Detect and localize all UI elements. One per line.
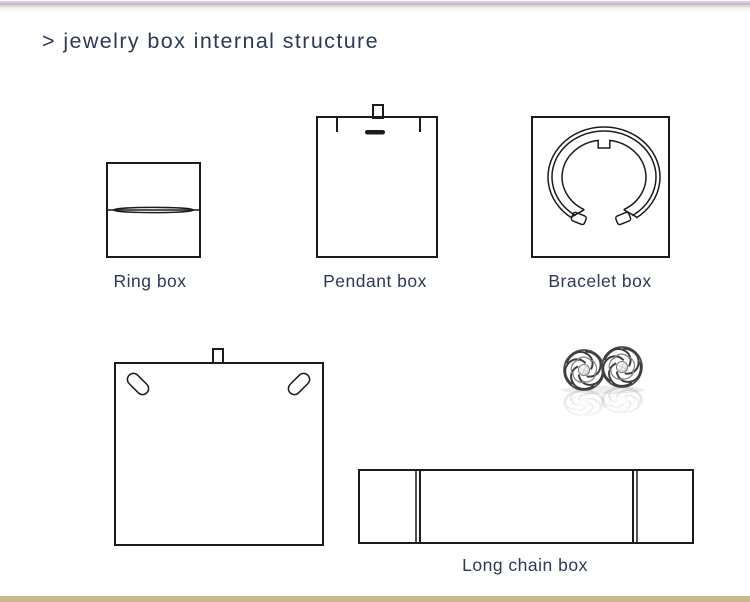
stud-earrings-photo (553, 344, 663, 430)
ring-box-label: Ring box (113, 271, 187, 291)
ring-box-drawing (106, 162, 201, 258)
top-accent-line (0, 1, 750, 3)
long-chain-box-label: Long chain box (462, 555, 588, 575)
necklace-pad-drawing (114, 348, 324, 546)
bracelet-box-label: Bracelet box (548, 271, 652, 291)
pendant-box-drawing (316, 104, 438, 258)
bottom-gold-bar (0, 596, 750, 602)
top-edge-line (0, 0, 750, 1)
pendant-box-label: Pendant box (323, 271, 427, 291)
top-shadow-gradient (0, 3, 750, 12)
page-title: > jewelry box internal structure (42, 29, 379, 53)
long-chain-box-drawing (358, 469, 694, 544)
bracelet-box-drawing (531, 116, 670, 258)
